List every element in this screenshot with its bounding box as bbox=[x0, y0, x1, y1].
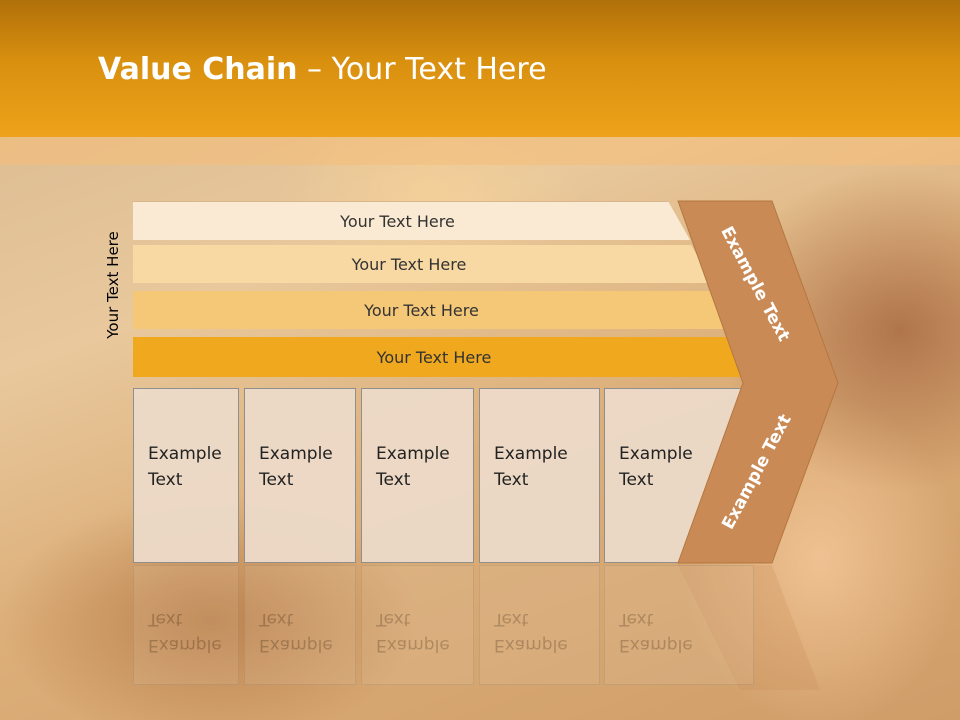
activity-box-1-line1: Example bbox=[148, 444, 222, 464]
margin-chevron-reflection bbox=[678, 565, 820, 690]
slide-title-bold: Value Chain bbox=[98, 52, 298, 87]
activity-box-4-line1: Example bbox=[494, 444, 568, 464]
value-bar-2: Your Text Here bbox=[133, 245, 713, 283]
activity-box-2-line2: Text bbox=[259, 470, 294, 490]
activity-box-5-line1: Example bbox=[619, 444, 693, 464]
activity-box-5-line2: Text bbox=[619, 470, 654, 490]
title-band bbox=[0, 137, 960, 165]
activity-box-4: Example Text bbox=[479, 388, 600, 563]
activity-box-3: Example Text bbox=[361, 388, 474, 563]
value-bar-4-label: Your Text Here bbox=[376, 347, 492, 367]
value-bar-4: Your Text Here bbox=[133, 337, 763, 377]
value-bar-1: Your Text Here bbox=[133, 201, 690, 240]
activity-box-1: Example Text bbox=[133, 388, 239, 563]
value-bar-3-label: Your Text Here bbox=[364, 300, 479, 320]
value-bar-3: Your Text Here bbox=[133, 291, 738, 329]
title-bar bbox=[0, 0, 960, 137]
activity-box-4-line2: Text bbox=[494, 470, 529, 490]
value-bar-2-label: Your Text Here bbox=[351, 254, 467, 274]
activity-box-3-line1: Example bbox=[376, 444, 450, 464]
value-bar-1-label: Your Text Here bbox=[340, 211, 455, 231]
activity-box-2: Example Text bbox=[244, 388, 356, 563]
activity-box-3-line2: Text bbox=[376, 470, 411, 490]
slide-title: Value Chain – Your Text Here bbox=[98, 52, 547, 87]
activity-box-1-line2: Text bbox=[148, 470, 183, 490]
activity-box-2-line1: Example bbox=[259, 444, 333, 464]
margin-chevron-shape bbox=[677, 200, 839, 564]
slide-title-rest: – Your Text Here bbox=[297, 52, 547, 87]
